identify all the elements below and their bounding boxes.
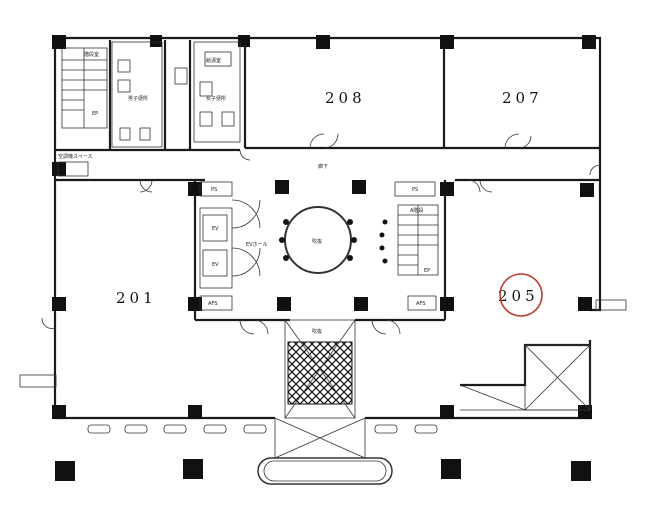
kyuto-label: 給湯室 <box>206 57 221 64</box>
stair-label: 階段室 <box>84 51 99 58</box>
men-wc-label: 男子便所 <box>128 95 148 102</box>
east-stub <box>595 299 627 311</box>
void-205 <box>459 344 591 411</box>
atrium-label: 吹抜 <box>312 238 322 245</box>
ps-label-e: PS <box>412 187 418 193</box>
stair-e-label: A階段 <box>410 207 423 214</box>
void-label: 吹抜 <box>312 328 322 335</box>
sub-label: 空調機スペース <box>58 153 92 160</box>
entrance-void: 吹抜 <box>284 319 356 419</box>
afs-label-e: AFS <box>416 301 425 307</box>
columns <box>52 35 596 481</box>
highlight-circle-205 <box>499 273 543 317</box>
atrium: 吹抜 <box>279 206 357 274</box>
service-entry: 空調機スペース <box>57 67 188 177</box>
east-stair-core: PS A階段 EP AFS <box>379 181 439 311</box>
room-205: 205 <box>498 287 539 305</box>
corridor-label: 廊下 <box>318 163 328 170</box>
men-wc: 男子便所 <box>111 41 163 148</box>
ev-label-2: EV <box>212 262 219 268</box>
entrance-canopy <box>257 417 393 485</box>
ev-label-1: EV <box>212 226 219 232</box>
elevator-core: PS EV EV AFS EVホール <box>199 181 268 311</box>
women-wc-label: 女子便所 <box>206 95 226 102</box>
west-stub <box>19 374 57 388</box>
room-208: 208 <box>325 89 366 107</box>
nw-stair: 階段室 EP <box>61 47 108 129</box>
south-fixtures <box>87 424 438 434</box>
ep-label-e: EP <box>424 268 430 274</box>
ep-label-nw: EP <box>92 111 98 117</box>
ps-label-w: PS <box>211 187 217 193</box>
ev-hall-label: EVホール <box>246 242 268 248</box>
doors <box>41 133 601 335</box>
room-207: 207 <box>502 89 543 107</box>
room-201: 201 <box>116 289 157 307</box>
afs-label-w: AFS <box>208 301 217 307</box>
women-wc: 給湯室 女子便所 <box>193 41 241 143</box>
